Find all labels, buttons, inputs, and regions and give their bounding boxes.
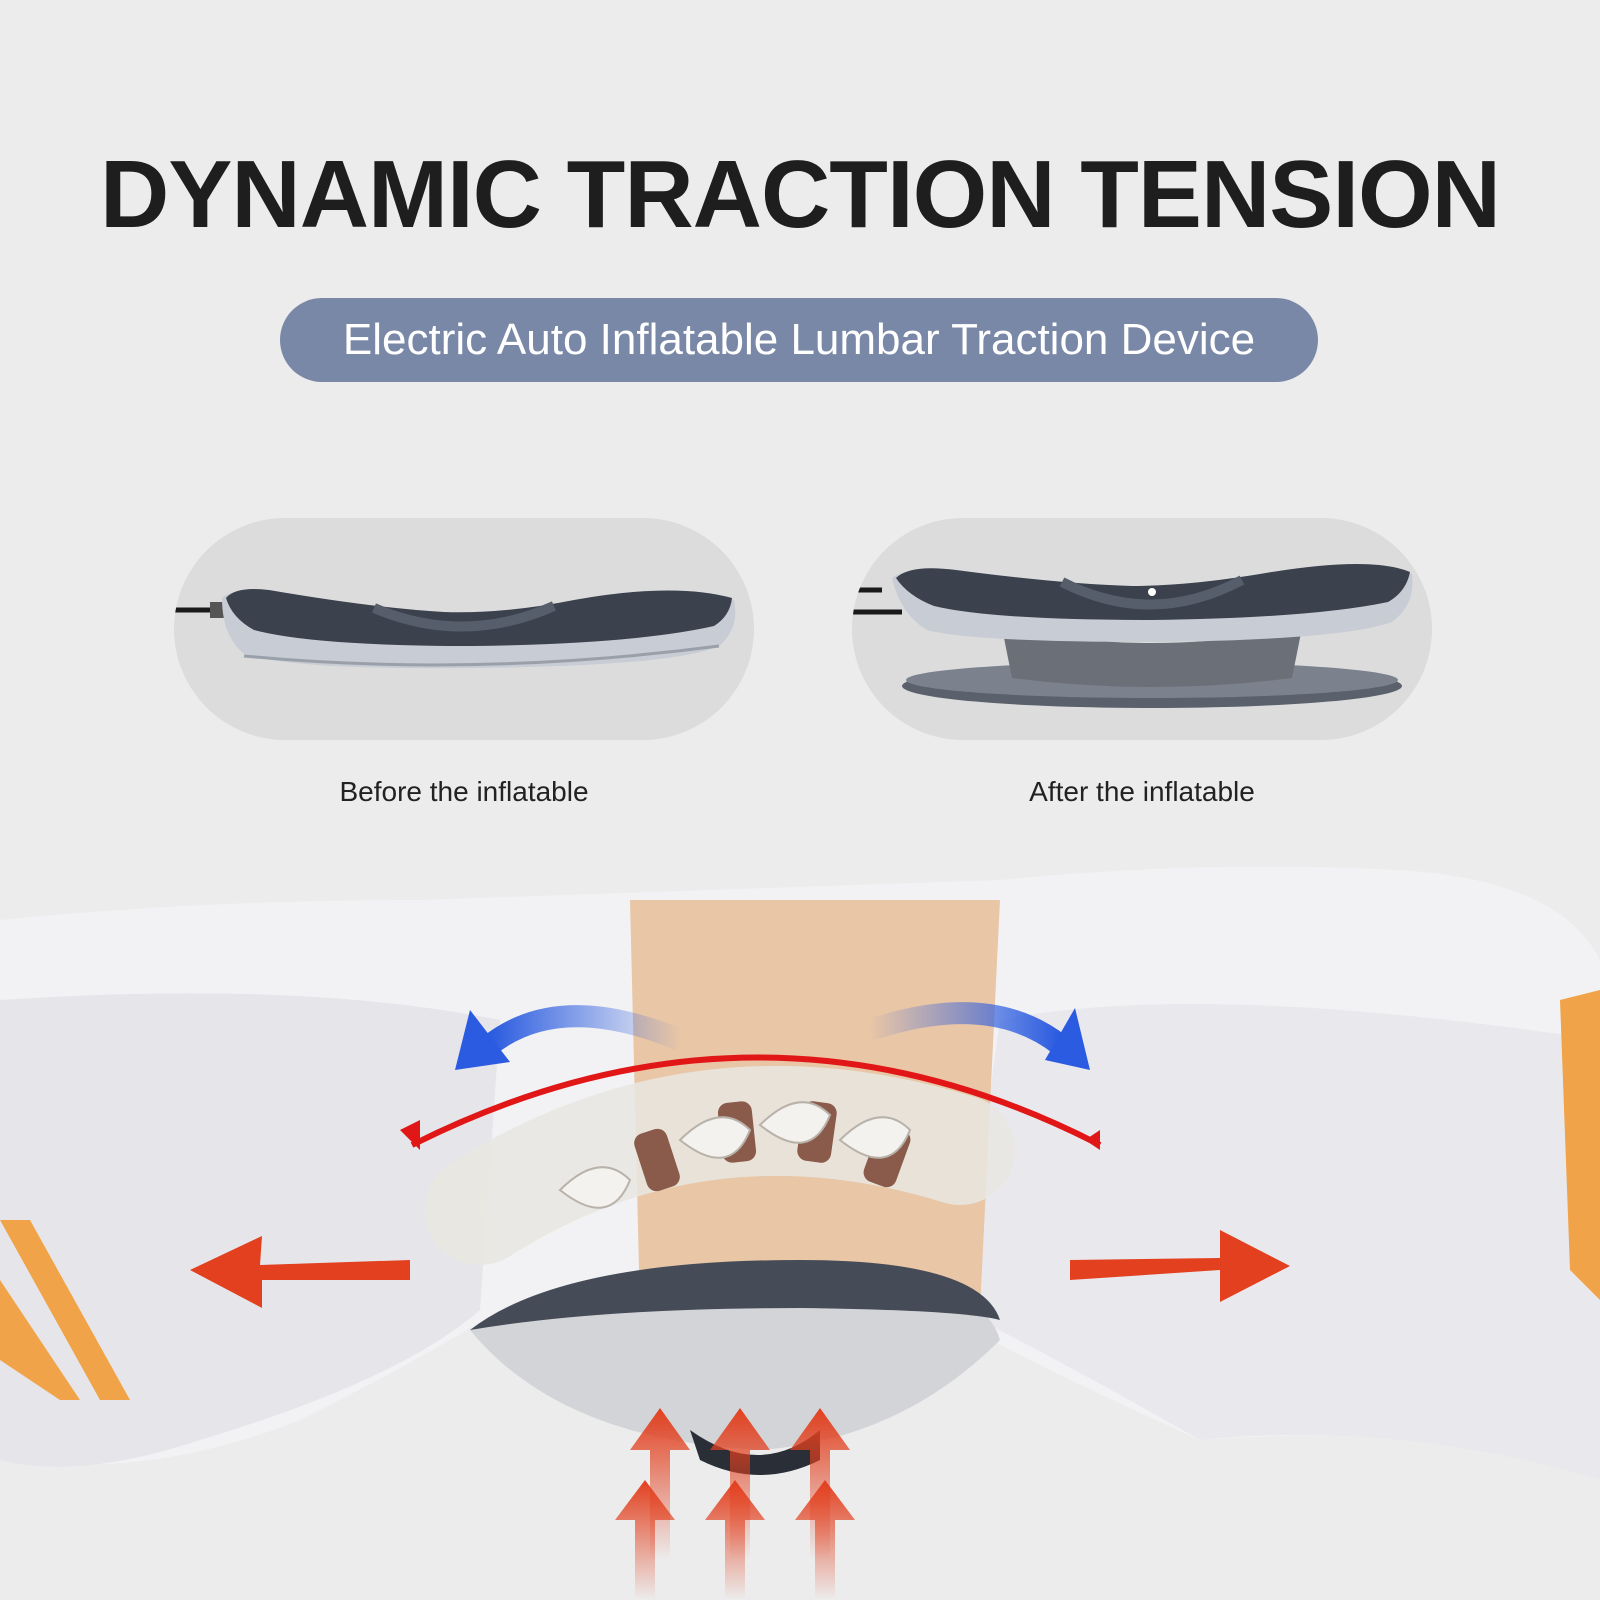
after-device-card <box>852 518 1432 740</box>
deflated-device-image <box>174 589 736 669</box>
inflated-device-image <box>852 564 1413 708</box>
blue-arrow-left <box>483 1005 685 1054</box>
after-caption: After the inflatable <box>1029 776 1255 807</box>
spine-graphic <box>425 1065 1015 1265</box>
traction-illustration <box>0 866 1600 1600</box>
up-arrows-lower <box>615 1480 855 1600</box>
orange-stripe-left <box>0 1220 130 1400</box>
red-arrow-left <box>190 1236 410 1308</box>
before-device-card <box>174 518 754 740</box>
before-caption: Before the inflatable <box>339 776 589 807</box>
up-arrows-upper <box>630 1408 850 1560</box>
red-arrow-right <box>1070 1230 1290 1302</box>
subtitle-pill: Electric Auto Inflatable Lumbar Traction… <box>280 298 1318 382</box>
device-under-back <box>470 1260 1000 1475</box>
traction-arc <box>410 1054 1102 1148</box>
orange-stripe-right <box>1560 990 1600 1300</box>
page-title: DYNAMIC TRACTION TENSION <box>100 141 1501 248</box>
subtitle-text: Electric Auto Inflatable Lumbar Traction… <box>342 315 1256 364</box>
blue-arrow-right <box>866 1002 1067 1054</box>
